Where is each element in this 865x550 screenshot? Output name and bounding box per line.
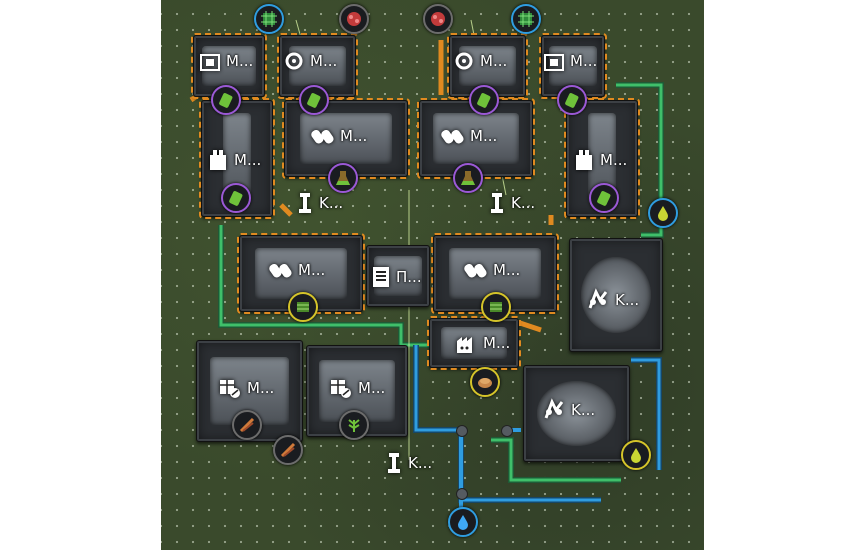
battery-icon[interactable] (221, 183, 251, 213)
refinery-2[interactable] (523, 365, 630, 462)
inserter-icon (491, 193, 503, 213)
gear-icon (285, 52, 303, 70)
greenhouse-2[interactable] (306, 345, 408, 437)
refinery-icon (544, 398, 564, 419)
flask-pair-icon (269, 263, 292, 278)
green-chip-icon[interactable] (481, 292, 511, 322)
flask-pair-icon (464, 263, 487, 278)
oil-drop-icon[interactable] (648, 198, 678, 228)
assembler-w-label: M... (207, 148, 261, 172)
greenhouse-2-label: M... (329, 376, 385, 400)
assembler-ne-label: M... (543, 50, 597, 72)
red-ore-icon[interactable] (423, 4, 453, 34)
refinery-1-label: K... (586, 288, 639, 312)
green-chip-icon[interactable] (288, 292, 318, 322)
battery-icon[interactable] (211, 85, 241, 115)
assembler-n1[interactable] (277, 33, 358, 99)
flask-icon[interactable] (453, 163, 483, 193)
assembler-n1-label: M... (283, 50, 337, 72)
leaf-icon[interactable] (232, 410, 262, 440)
furnace[interactable] (427, 316, 521, 370)
furnace-label: M... (454, 331, 510, 355)
pipe-junction (501, 425, 513, 437)
inserter-3-label: K... (385, 451, 432, 475)
assembler-icon (200, 54, 220, 71)
refinery-icon (588, 288, 608, 309)
bread-icon[interactable] (470, 367, 500, 397)
oil-drop-icon[interactable] (621, 440, 651, 470)
red-ore-icon[interactable] (339, 4, 369, 34)
greenhouse-1-label: M... (218, 376, 274, 400)
flask-icon[interactable] (328, 163, 358, 193)
pipe-junction (456, 488, 468, 500)
flask-pair-icon (311, 129, 334, 144)
pipe-junction (456, 425, 468, 437)
assembler-icon (544, 54, 564, 71)
inserter-icon (299, 193, 311, 213)
green-circuit-icon[interactable] (511, 4, 541, 34)
greenhouse-icon (220, 380, 240, 398)
furnace-icon (457, 337, 472, 353)
inserter-1-label: K... (296, 191, 343, 215)
chem-plant-3-label: M... (269, 258, 325, 282)
leaf-icon[interactable] (273, 435, 303, 465)
flask-pair-icon (441, 129, 464, 144)
inserter-icon (388, 453, 400, 473)
chem-plant-1-label: M... (311, 124, 367, 148)
battery-icon[interactable] (557, 85, 587, 115)
water-drop-icon[interactable] (448, 507, 478, 537)
assembler-icon (210, 150, 226, 170)
assembler-n2-label: M... (453, 50, 507, 72)
greenhouse-icon (331, 380, 351, 398)
refinery-2-label: K... (542, 398, 595, 422)
chem-plant-2-label: M... (441, 124, 497, 148)
battery-icon[interactable] (589, 183, 619, 213)
refinery-1[interactable] (569, 238, 663, 352)
factory-map[interactable]: M... M... M... M... M... M... M... M... (161, 0, 704, 550)
chem-plant-4-label: M... (464, 258, 520, 282)
splitter-icon (373, 267, 389, 287)
gear-icon (455, 52, 473, 70)
splitter-label: П... (371, 265, 422, 289)
green-circuit-icon[interactable] (254, 4, 284, 34)
inserter-2-label: K... (488, 191, 535, 215)
assembler-icon (576, 150, 592, 170)
battery-icon[interactable] (469, 85, 499, 115)
battery-icon[interactable] (299, 85, 329, 115)
leaf-icon[interactable] (339, 410, 369, 440)
assembler-nw-label: M... (199, 50, 253, 72)
assembler-e-label: M... (573, 148, 627, 172)
